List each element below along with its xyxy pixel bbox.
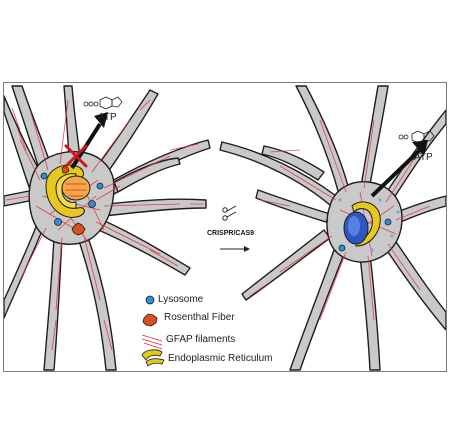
nucleus-left bbox=[61, 175, 91, 201]
vesicles-right bbox=[338, 198, 400, 252]
atp-molecule-icon-left bbox=[83, 96, 123, 110]
atp-molecule-icon-right bbox=[398, 130, 435, 144]
treatment-label: CRISPR/CAS9 bbox=[207, 230, 255, 237]
rosenthal-fibers-left bbox=[61, 165, 86, 236]
legend-item-lysosome: Lysosome bbox=[158, 294, 204, 305]
nucleus-right bbox=[343, 211, 369, 245]
blocked-x-icon bbox=[64, 144, 88, 168]
treatment-arrow bbox=[220, 246, 250, 252]
atp-label-left: ATP bbox=[98, 112, 117, 123]
gfap-filaments-icon bbox=[141, 334, 163, 350]
gfap-filaments-left bbox=[5, 99, 204, 351]
lysosomes-left bbox=[40, 172, 104, 226]
atp-arrow-right bbox=[370, 140, 428, 198]
legend-item-rosenthal-fiber: Rosenthal Fiber bbox=[164, 312, 235, 323]
scissors-icon bbox=[222, 205, 237, 221]
legend-item-gfap-filaments: GFAP filaments bbox=[166, 334, 236, 345]
endoplasmic-reticulum-icon bbox=[141, 349, 165, 367]
astrocyte-left bbox=[4, 85, 211, 371]
legend-item-endoplasmic-reticulum: Endoplasmic Reticulum bbox=[168, 353, 273, 364]
astrocyte-right bbox=[219, 85, 446, 371]
lysosomes-right bbox=[338, 218, 392, 252]
atp-label-right: ATP bbox=[414, 152, 433, 163]
rosenthal-fiber-icon bbox=[142, 313, 158, 327]
lysosome-icon bbox=[145, 295, 155, 305]
gfap-filaments-right bbox=[249, 119, 431, 321]
